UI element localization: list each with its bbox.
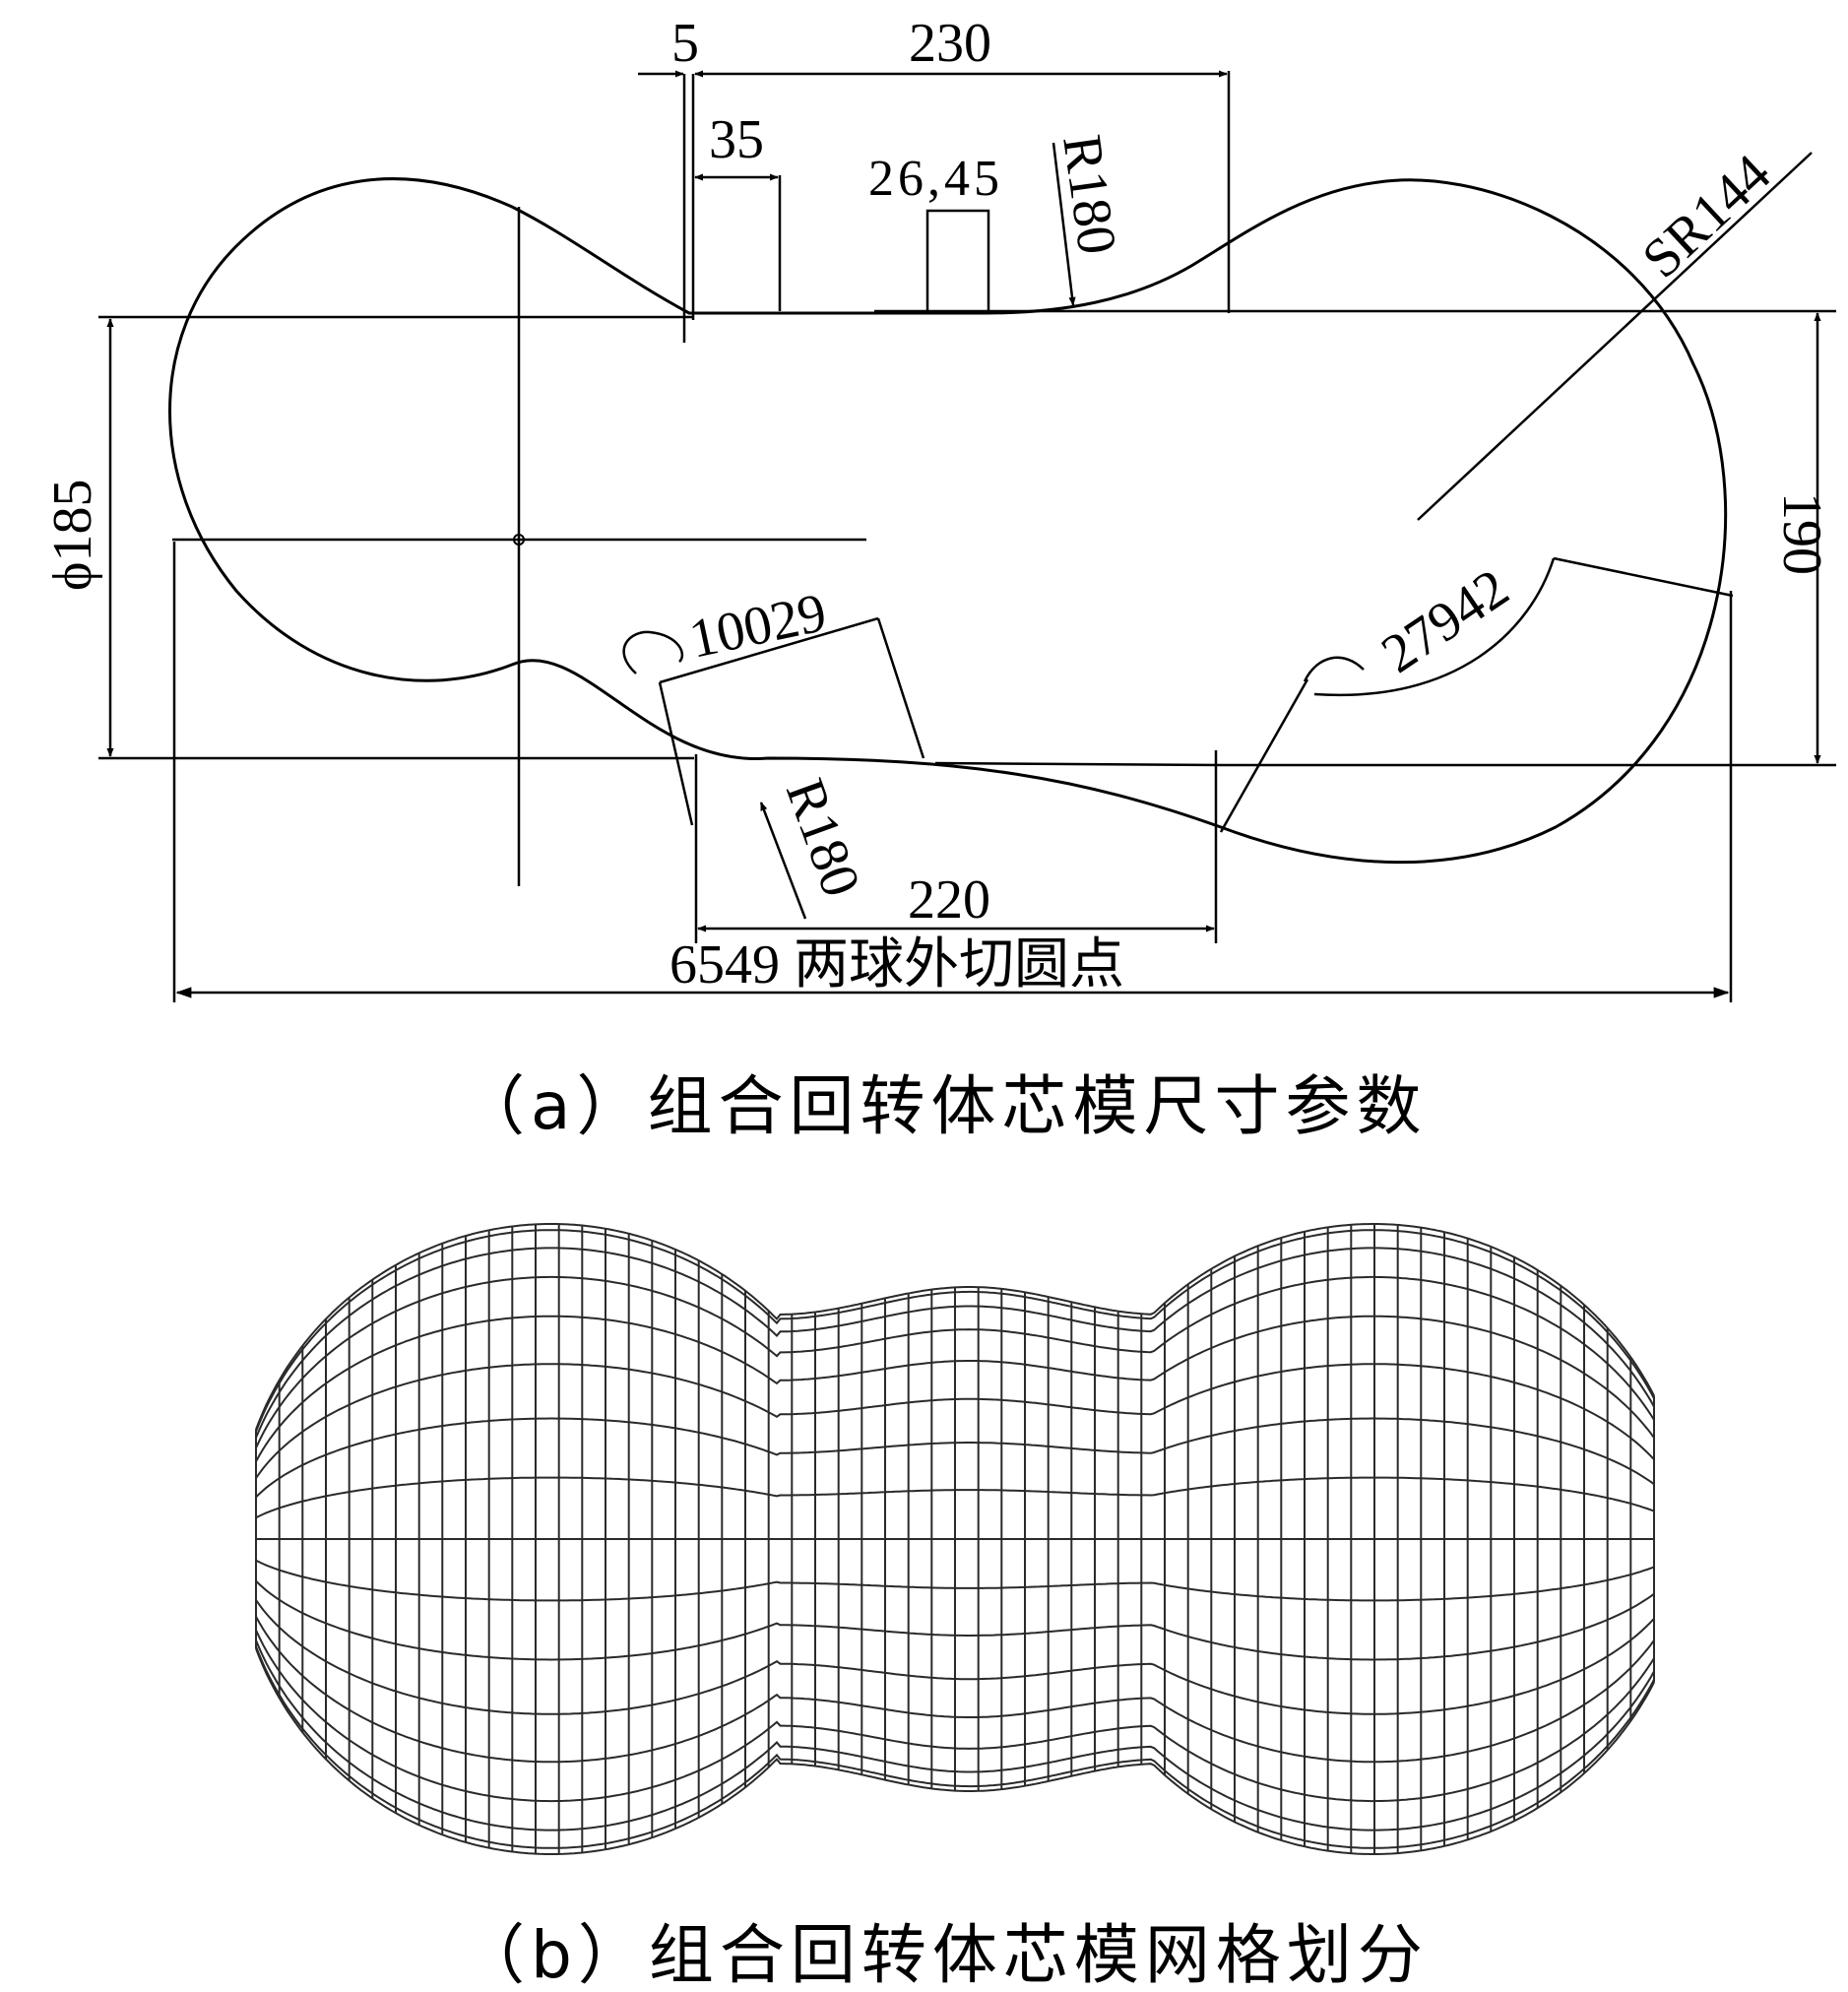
dim-230-label: 230 xyxy=(909,13,991,74)
arc27942-symbol xyxy=(1303,656,1365,682)
r180-bottom-label: R180 xyxy=(774,771,872,904)
mesh-diagram: （b）组合回转体芯模网格划分 xyxy=(255,1223,1655,1992)
overall-label: 6549 两球外切圆点 xyxy=(669,934,1124,996)
sr144-leader xyxy=(1417,152,1813,521)
d220-label: 220 xyxy=(908,869,990,931)
arc10029-symbol xyxy=(622,630,684,675)
arc10029-line xyxy=(659,616,879,684)
dim-2645-box xyxy=(925,209,990,315)
arc27942-ext xyxy=(1219,556,1734,833)
r180-bottom-leader xyxy=(759,802,807,920)
dim-5-label: 5 xyxy=(671,13,699,74)
arc10029-ext xyxy=(658,617,925,826)
d190-label: 190 xyxy=(1771,492,1832,575)
r180-top-leader xyxy=(1051,142,1076,306)
caption-b: （b）组合回转体芯模网格划分 xyxy=(460,1917,1429,1992)
mesh-grid xyxy=(255,1223,1655,1855)
caption-a: （a）组合回转体芯模尺寸参数 xyxy=(460,1068,1427,1144)
dim-35-label: 35 xyxy=(709,109,764,170)
dimension-drawing: 5 230 35 26,45 R180 SR144 ϕ185 190 10029 xyxy=(42,13,1836,1144)
arc27942-label: 27942 xyxy=(1371,557,1520,685)
bottom-ref-line-left xyxy=(934,761,1222,767)
arc10029-label: 10029 xyxy=(684,582,832,671)
phi185-label: ϕ185 xyxy=(42,480,103,591)
dim-2645-label: 26,45 xyxy=(868,151,1003,207)
center-mark xyxy=(513,534,525,546)
sr144-label: SR144 xyxy=(1631,143,1783,289)
arc27942-arc xyxy=(1313,557,1556,697)
r180-top-label: R180 xyxy=(1051,131,1127,258)
mandrel-outline xyxy=(168,177,1728,865)
